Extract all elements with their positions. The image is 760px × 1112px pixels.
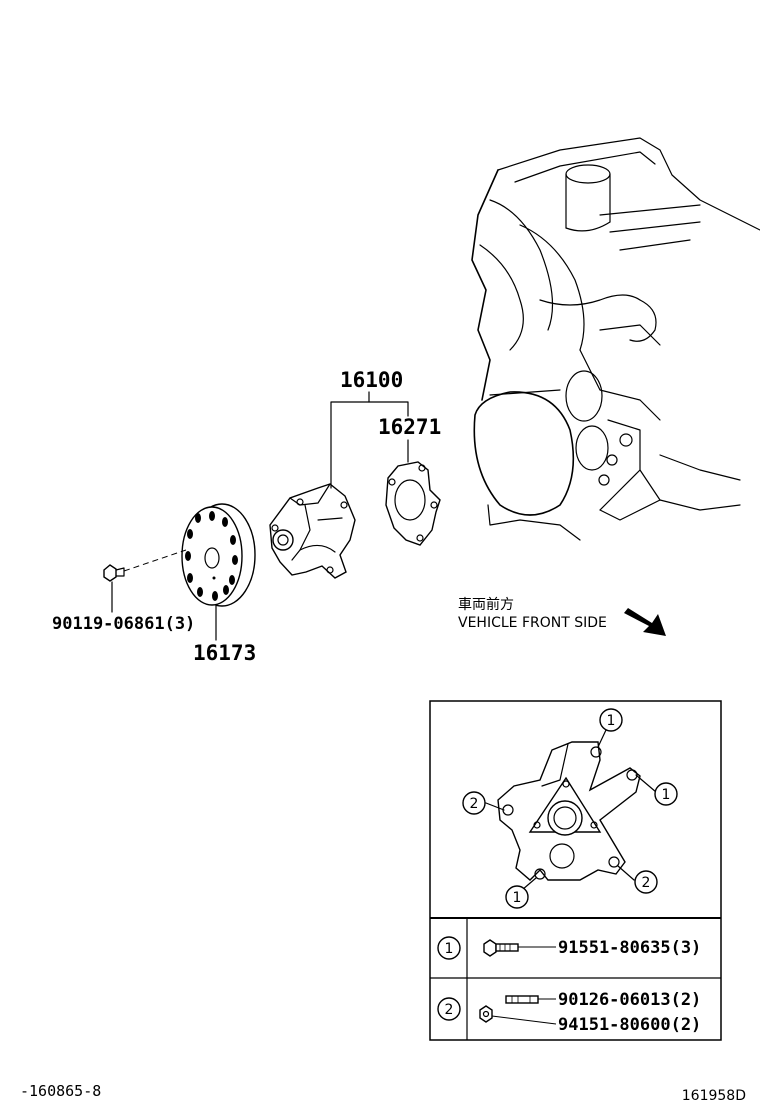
part-label-water-pump-assy: 16100	[340, 368, 403, 392]
inset-callout-2-left: 2	[462, 791, 486, 815]
inset-callout-1-right: 1	[654, 782, 678, 806]
inset-panel: 1 1 1 2 2 1 91551-	[429, 700, 722, 1041]
legend-part-94151: 94151-80600(2)	[558, 1015, 701, 1035]
direction-label-jp: 車両前方	[458, 596, 514, 613]
inset-callout-1-top: 1	[599, 708, 623, 732]
footer-right-code: 161958D	[682, 1088, 746, 1104]
svg-text:1: 1	[445, 941, 454, 957]
legend-key-2: 2	[437, 997, 461, 1021]
direction-arrow-icon	[624, 608, 666, 636]
legend-key-1: 1	[437, 936, 461, 960]
legend-part-91551: 91551-80635(3)	[558, 938, 701, 958]
svg-text:1: 1	[607, 713, 616, 729]
inset-pump-flange-illustration	[497, 741, 641, 881]
svg-text:1: 1	[662, 787, 671, 803]
part-label-pulley-bolt: 90119-06861(3)	[52, 614, 195, 634]
legend-nut-illustration	[479, 1005, 557, 1025]
part-label-pulley: 16173	[193, 641, 256, 665]
inset-callout-2-right: 2	[634, 870, 658, 894]
svg-text:2: 2	[642, 875, 651, 891]
part-label-gasket: 16271	[378, 415, 441, 439]
pulley-bolt-illustration	[103, 549, 187, 582]
leader-lines	[111, 391, 409, 641]
legend-part-90126: 90126-06013(2)	[558, 990, 701, 1010]
svg-text:2: 2	[445, 1002, 454, 1018]
inset-callout-1-bottom: 1	[505, 885, 529, 909]
legend-stud-illustration	[505, 995, 556, 1004]
svg-text:2: 2	[470, 796, 479, 812]
engine-block-illustration	[471, 137, 760, 541]
direction-label-en: VEHICLE FRONT SIDE	[458, 615, 607, 631]
pulley-illustration	[181, 503, 256, 607]
legend-bolt-1-illustration	[483, 939, 556, 957]
svg-text:1: 1	[513, 890, 522, 906]
footer-left-code: -160865-8	[20, 1082, 101, 1100]
water-pump-body-illustration	[269, 483, 356, 579]
gasket-illustration	[385, 461, 441, 546]
